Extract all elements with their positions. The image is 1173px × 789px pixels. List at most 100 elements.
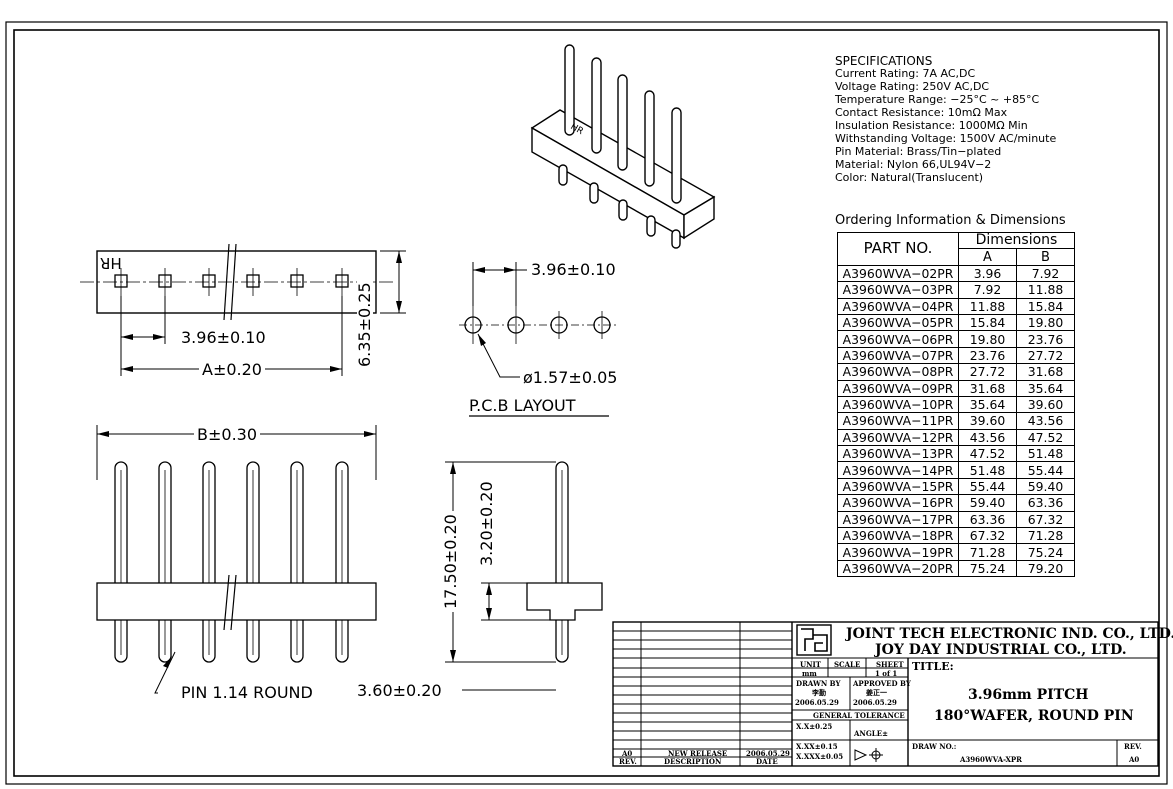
- dimension-a-cell: 51.48: [958, 461, 1017, 479]
- sheet-border-outer: [5, 21, 1168, 785]
- part-number-cell: A3960WVA−07PR: [837, 346, 959, 365]
- drawn-by-name: 李勤: [812, 688, 826, 697]
- dimension-b-cell: 43.56: [1016, 412, 1075, 430]
- spec-line: Insulation Resistance: 1000MΩ Min: [835, 119, 1028, 132]
- dimension-a-cell: 11.88: [958, 297, 1017, 315]
- dimension-b-cell: 75.24: [1016, 543, 1075, 561]
- b-dimension-label: B±0.30: [194, 427, 261, 443]
- rev-column-header: REV.: [619, 757, 637, 766]
- dimension-b-cell: 31.68: [1016, 363, 1075, 381]
- upper-length-label: 3.20±0.20: [477, 481, 496, 566]
- ordering-heading: Ordering Information & Dimensions: [835, 213, 1066, 228]
- side-view-dims: [445, 461, 556, 691]
- spec-line: Pin Material: Brass/Tin−plated: [835, 145, 1002, 158]
- header-dimensions: Dimensions: [958, 231, 1075, 250]
- top-view-arrows: [121, 251, 402, 372]
- dimension-b-cell: 79.20: [1016, 559, 1075, 578]
- part-number-cell: A3960WVA−06PR: [837, 330, 959, 348]
- dimension-b-cell: 63.36: [1016, 494, 1075, 512]
- tolerance-1: X.X±0.25: [796, 722, 833, 731]
- dimension-b-cell: 59.40: [1016, 477, 1075, 496]
- dimension-a-cell: 59.40: [958, 494, 1017, 512]
- tolerance-2: X.XX±0.15: [796, 742, 838, 751]
- dimension-a-cell: 23.76: [958, 346, 1017, 365]
- spec-line: Withstanding Voltage: 1500V AC/minute: [835, 132, 1057, 145]
- dimension-a-cell: 63.36: [958, 510, 1017, 529]
- part-number-cell: A3960WVA−02PR: [837, 264, 959, 283]
- rev-label: REV.: [1124, 742, 1142, 751]
- spec-line: Voltage Rating: 250V AC,DC: [835, 80, 990, 93]
- front-view-dims: [96, 425, 377, 694]
- part-number-cell: A3960WVA−04PR: [837, 297, 959, 315]
- spec-line: Color: Natural(Translucent): [835, 171, 984, 184]
- dimension-a-cell: 31.68: [958, 379, 1017, 397]
- dimension-b-cell: 35.64: [1016, 379, 1075, 397]
- angle-label: ANGLE±: [854, 729, 888, 738]
- rev-row-date: 2006.05.29: [746, 749, 790, 758]
- unit-label: UNIT: [800, 660, 821, 669]
- dimension-a-cell: 71.28: [958, 543, 1017, 561]
- dimension-b-cell: 11.88: [1016, 281, 1075, 299]
- dimension-a-cell: 43.56: [958, 428, 1017, 447]
- dimension-b-cell: 27.72: [1016, 346, 1075, 365]
- spec-line: Current Rating: 7A AC,DC: [835, 67, 976, 80]
- part-number-cell: A3960WVA−03PR: [837, 281, 959, 299]
- pcb-pitch-label: 3.96±0.10: [531, 260, 616, 279]
- dimension-a-cell: 15.84: [958, 313, 1017, 332]
- header-part-no: PART NO.: [837, 232, 959, 266]
- drawing-no-value: A3960WVA-XPR: [960, 755, 1023, 764]
- front-view: [96, 461, 377, 663]
- company-name-2: JOY DAY INDUSTRIAL CO., LTD.: [875, 642, 1127, 658]
- hole-diameter-label: ø1.57±0.05: [523, 368, 618, 387]
- dimension-a-cell: 55.44: [958, 477, 1017, 496]
- dimension-b-cell: 47.52: [1016, 428, 1075, 447]
- side-view-arrows: [450, 462, 492, 662]
- dimension-b-cell: 7.92: [1016, 264, 1075, 283]
- drawing-title-line-1: 3.96mm PITCH: [968, 687, 1089, 703]
- dimension-b-cell: 67.32: [1016, 510, 1075, 529]
- dimension-a-cell: 47.52: [958, 445, 1017, 463]
- approved-by-name: 姜正一: [866, 688, 887, 697]
- part-number-cell: A3960WVA−17PR: [837, 510, 959, 529]
- drawing-title-line-2: 180°WAFER, ROUND PIN: [934, 708, 1134, 724]
- spec-line: Contact Resistance: 10mΩ Max: [835, 106, 1008, 119]
- pcb-layout-title: P.C.B LAYOUT: [469, 396, 576, 415]
- general-tolerance-label: GENERAL TOLERANCE: [813, 711, 905, 720]
- header-a: A: [958, 248, 1017, 266]
- dimension-b-cell: 19.80: [1016, 313, 1075, 332]
- dimension-b-cell: 55.44: [1016, 461, 1075, 479]
- approved-date: 2006.05.29: [853, 698, 897, 707]
- pcb-arrows: [473, 267, 516, 346]
- dimension-b-cell: 15.84: [1016, 297, 1075, 315]
- isometric-connector-view: HR: [530, 44, 716, 249]
- lower-length-label: 3.60±0.20: [357, 681, 442, 700]
- sheet-value: 1 of 1: [875, 669, 898, 678]
- title-label: TITLE:: [912, 660, 954, 673]
- dimension-a-cell: 19.80: [958, 330, 1017, 348]
- dimension-a-cell: 3.96: [958, 264, 1017, 283]
- drawing-no-label: DRAW NO.:: [912, 742, 957, 751]
- part-number-cell: A3960WVA−20PR: [837, 559, 959, 578]
- spec-line: Temperature Range: −25°C ~ +85°C: [835, 93, 1040, 106]
- company-name-1: JOINT TECH ELECTRONIC IND. CO., LTD.: [846, 626, 1173, 642]
- approved-by-label: APPROVED BY: [853, 679, 911, 688]
- dimension-a-cell: 67.32: [958, 527, 1017, 545]
- dimension-a-cell: 75.24: [958, 559, 1017, 578]
- part-number-cell: A3960WVA−13PR: [837, 445, 959, 463]
- pitch-top-label: 3.96±0.10: [181, 328, 266, 347]
- dimension-b-cell: 71.28: [1016, 527, 1075, 545]
